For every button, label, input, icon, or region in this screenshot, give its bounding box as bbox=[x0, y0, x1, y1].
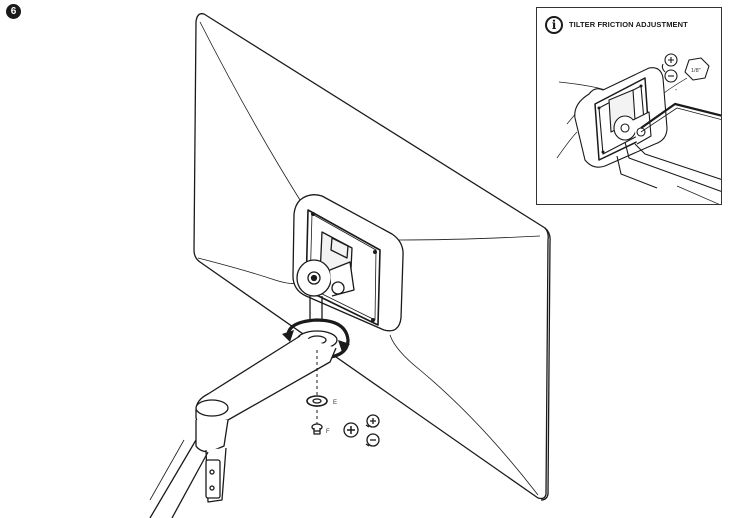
hex-key-tool bbox=[640, 102, 721, 129]
minus-mark: - bbox=[675, 87, 678, 94]
tilter-post bbox=[309, 296, 323, 322]
washer-e bbox=[306, 395, 328, 407]
inset-title: TILTER FRICTION ADJUSTMENT bbox=[569, 20, 688, 29]
screw-f bbox=[311, 423, 323, 435]
step-number-badge: 6 bbox=[6, 4, 21, 19]
hex-size-badge bbox=[684, 57, 710, 81]
tilter-friction-inset: 1/8" - i TILTER FRICTION ADJUSTMENT bbox=[536, 7, 722, 205]
info-icon: i bbox=[545, 16, 563, 34]
inset-illustration: 1/8" - bbox=[556, 53, 721, 204]
rotation-arrow bbox=[286, 318, 350, 360]
tighten-loosen-symbol bbox=[343, 414, 380, 447]
tool-size-label: 1/8" bbox=[691, 68, 701, 74]
monitor-arm-joint bbox=[195, 419, 229, 453]
monitor-edge bbox=[540, 227, 551, 501]
monitor-arm-lower bbox=[149, 439, 209, 518]
screw-label: F bbox=[326, 429, 330, 435]
washer-label: E bbox=[333, 400, 337, 406]
